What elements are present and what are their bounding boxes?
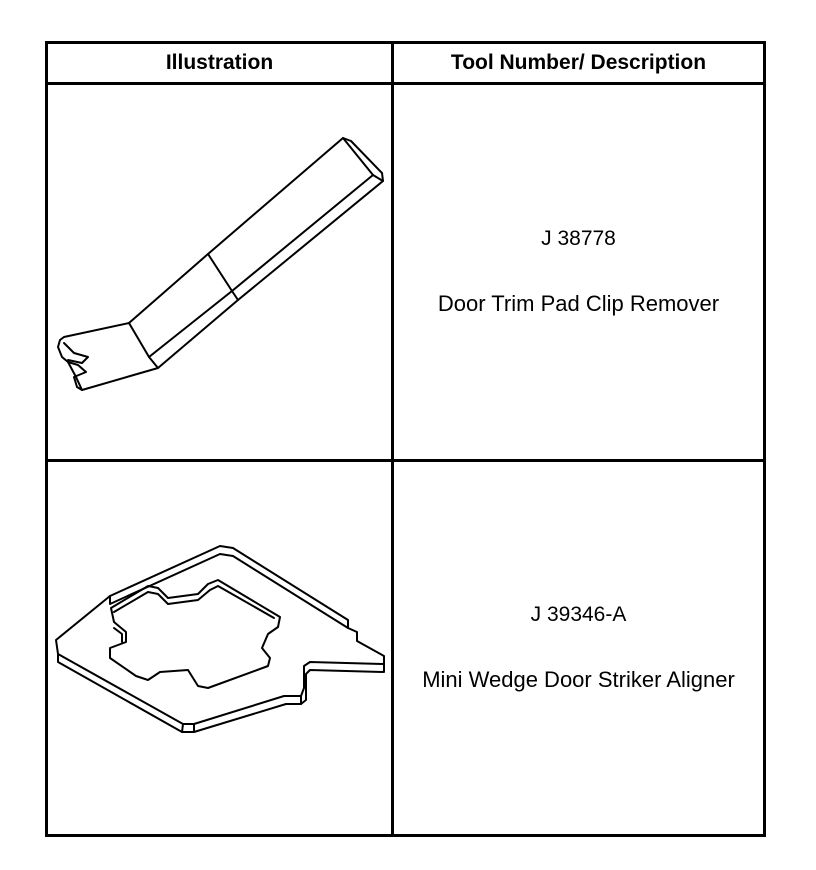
tool-number: J 39346-A bbox=[530, 603, 627, 626]
tool-description: Mini Wedge Door Striker Aligner bbox=[422, 667, 735, 692]
tool-table: Illustration Tool Number/ Description bbox=[45, 41, 766, 837]
door-trim-pad-clip-remover-icon bbox=[57, 137, 384, 391]
mini-wedge-door-striker-aligner-icon bbox=[55, 545, 385, 733]
header-tool-number-description: Tool Number/ Description bbox=[391, 41, 766, 85]
description-cell: J 38778 Door Trim Pad Clip Remover bbox=[391, 82, 766, 462]
tool-number: J 38778 bbox=[541, 227, 616, 250]
header-illustration: Illustration bbox=[45, 41, 394, 85]
header-row: Illustration Tool Number/ Description bbox=[45, 41, 766, 85]
illustration-cell bbox=[45, 459, 394, 837]
tool-description: Door Trim Pad Clip Remover bbox=[437, 291, 720, 316]
table-row: J 38778 Door Trim Pad Clip Remover bbox=[45, 82, 766, 462]
table-row: J 39346-A Mini Wedge Door Striker Aligne… bbox=[45, 459, 766, 837]
description-cell: J 39346-A Mini Wedge Door Striker Aligne… bbox=[391, 459, 766, 837]
illustration-cell bbox=[45, 82, 394, 462]
